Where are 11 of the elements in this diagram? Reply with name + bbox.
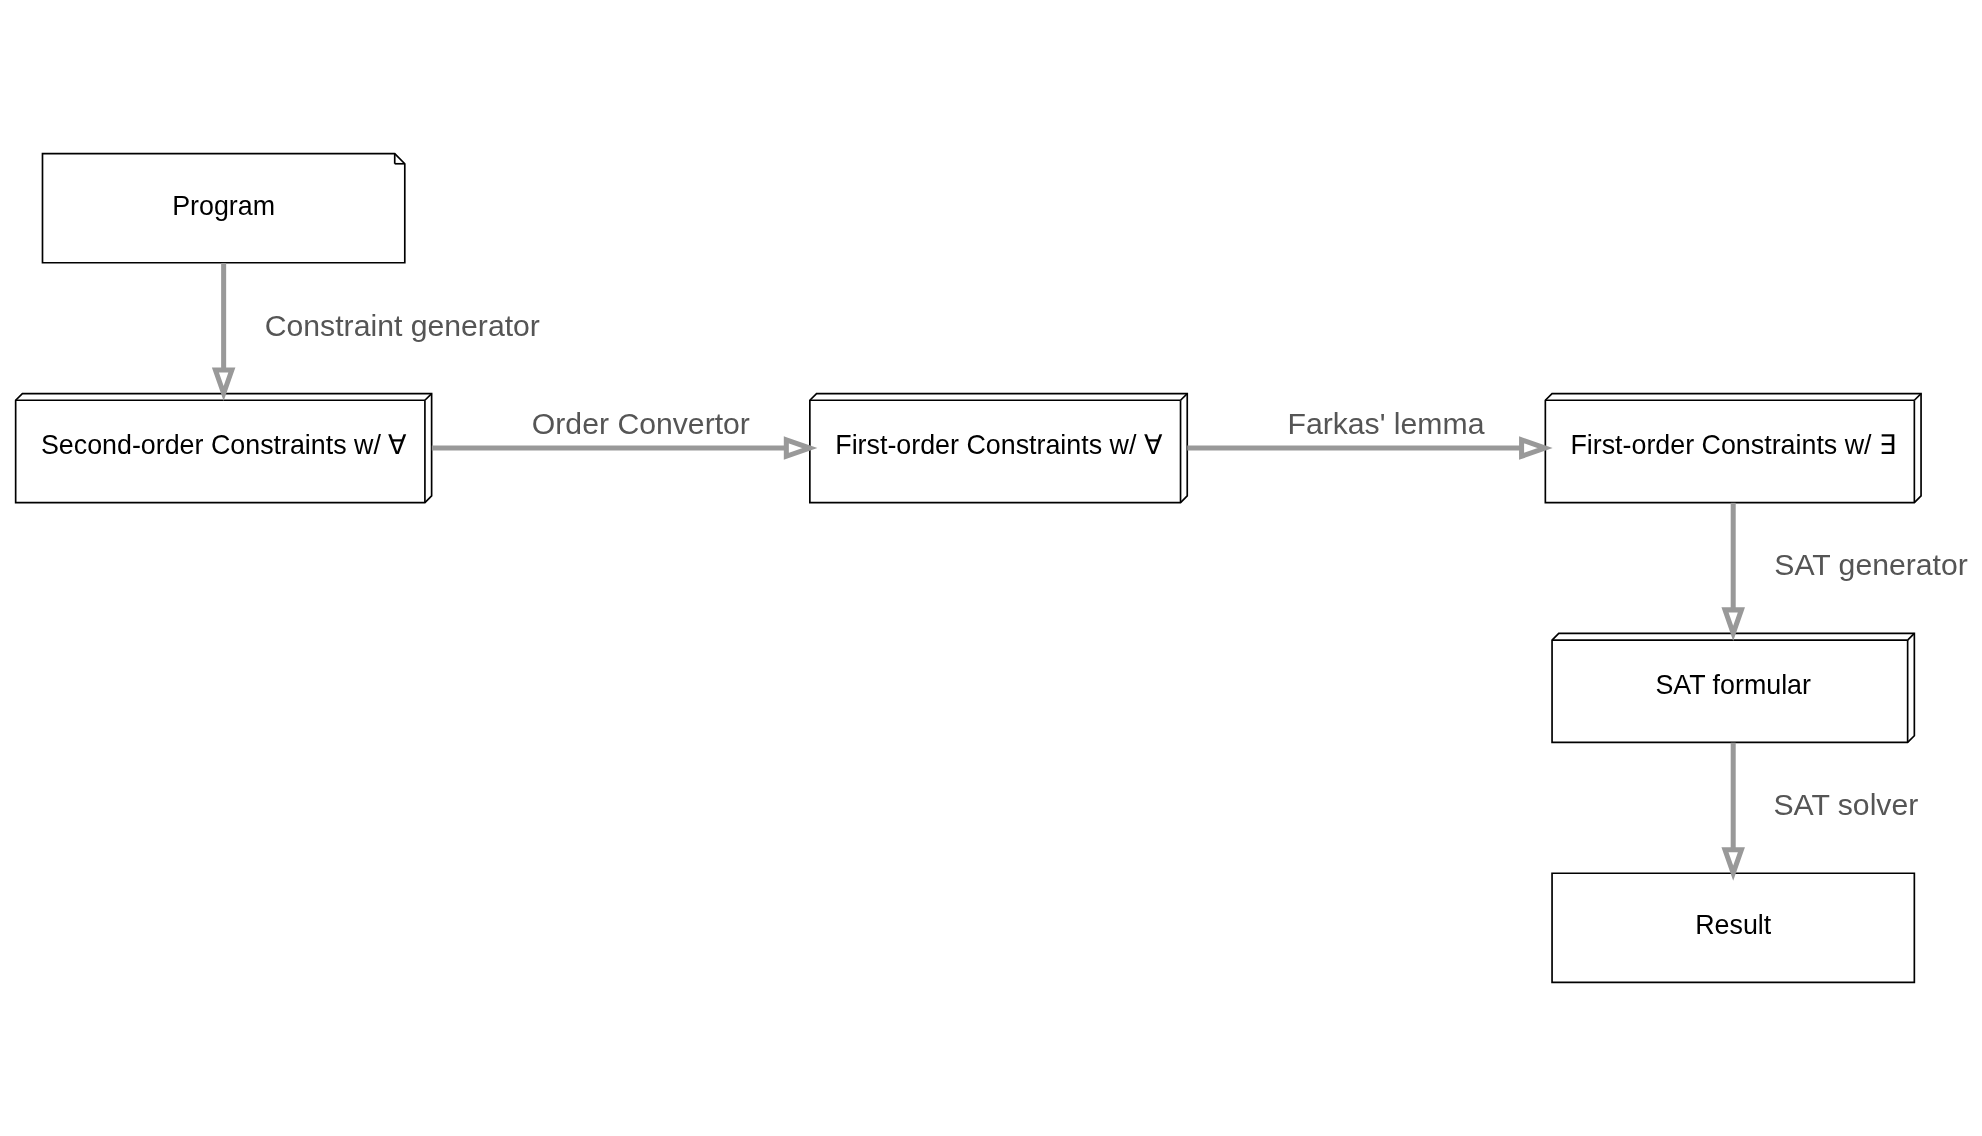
arrow: [1721, 742, 1745, 881]
edge-label: SAT solver: [1773, 788, 1919, 822]
edge-label: Order Convertor: [531, 406, 750, 440]
edge-label: SAT generator: [1774, 548, 1968, 582]
arrow: [1187, 436, 1553, 460]
edge-label: Constraint generator: [264, 308, 540, 342]
arrow: [431, 436, 818, 460]
edge-label: Farkas' lemma: [1287, 406, 1485, 440]
arrow: [1721, 502, 1745, 641]
arrow: [211, 262, 236, 402]
node-box: Result: [1551, 872, 1916, 984]
